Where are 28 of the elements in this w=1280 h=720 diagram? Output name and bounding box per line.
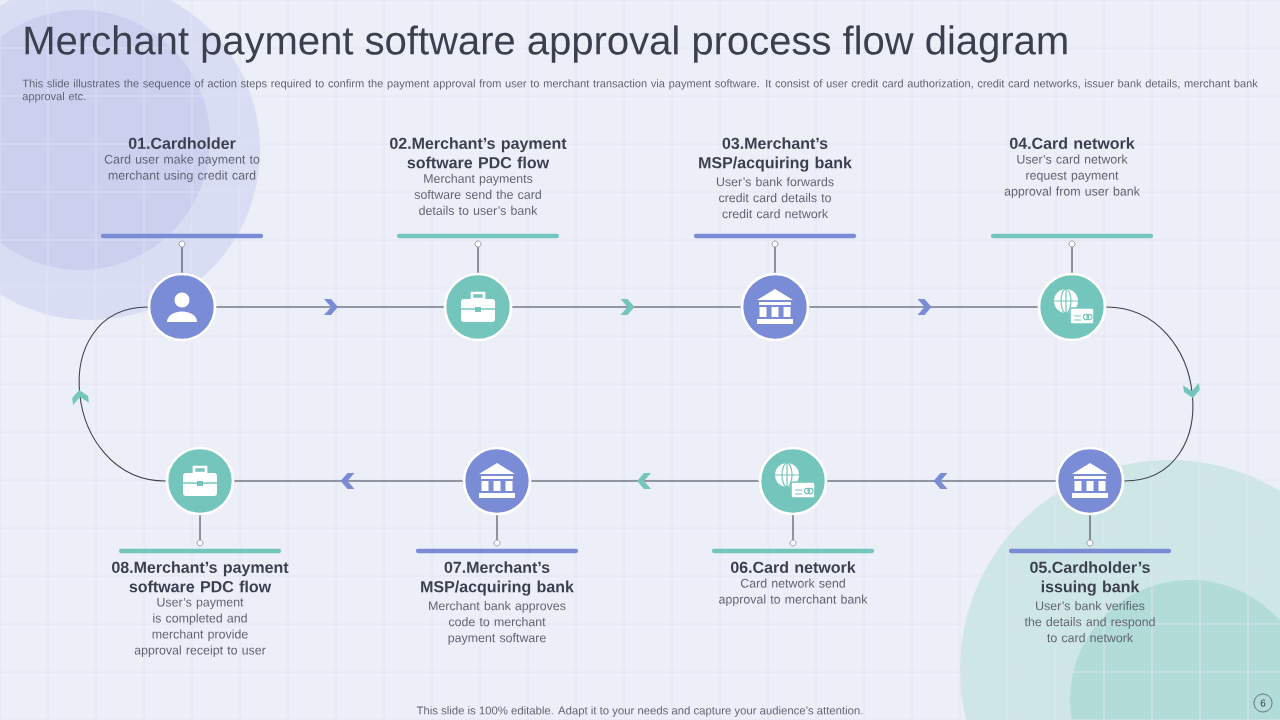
step-heading: 07.Merchant’s MSP/acquiring bank [421,561,574,596]
subtitle: This slide illustrates the sequence of action steps required to confirm the payment approval from user to merchant transaction via payment software. It consist of user credit card authorization, credit card networks, issuer bank details, merchant bank approval etc. [22,79,1258,103]
step-description: User’s payment is completed and merchant provide approval receipt to user [134,597,266,657]
flow-arrow [826,473,1057,489]
flow-arrow [808,299,1039,315]
step-description: Merchant payments software send the card details to user’s bank [414,173,541,215]
flow-arrow [530,473,760,489]
step-description: Card network send approval to merchant bank [719,578,868,607]
flow-arrow [511,299,742,315]
step-description: User’s bank verifies the details and respond to card network [1024,601,1155,643]
step-heading: 02.Merchant’s payment software PDC flow [390,137,567,169]
step-description: Card user make payment to merchant using credit card [104,154,260,183]
step-heading: 03.Merchant’s MSP/acquiring bank [699,137,852,172]
step-heading: 06.Card network [730,561,856,573]
step-heading: 04.Card network [1009,137,1135,149]
flow-arrow [215,299,445,315]
step-description: Merchant bank approves code to merchant payment software [429,601,566,645]
step-description: User’s bank forwards credit card details to credit card network [716,177,834,219]
flow-arrow [1105,306,1200,482]
title: Merchant payment software approval process flow diagram [25,25,1067,63]
step-heading: 05.Cardholder’s issuing bank [1030,561,1150,596]
step-heading: 08.Merchant’s payment software PDC flow [112,561,289,593]
flow-arrow [72,306,167,482]
page-number: 6 [1253,693,1273,713]
footer-note: This slide is 100% editable. Adapt it to your needs and capture your audience’s attention. [416,706,863,717]
flow-arrow [233,473,464,489]
step-description: User’s card network request payment approval from user bank [1004,154,1140,199]
step-heading: 01.Cardholder [128,137,236,149]
